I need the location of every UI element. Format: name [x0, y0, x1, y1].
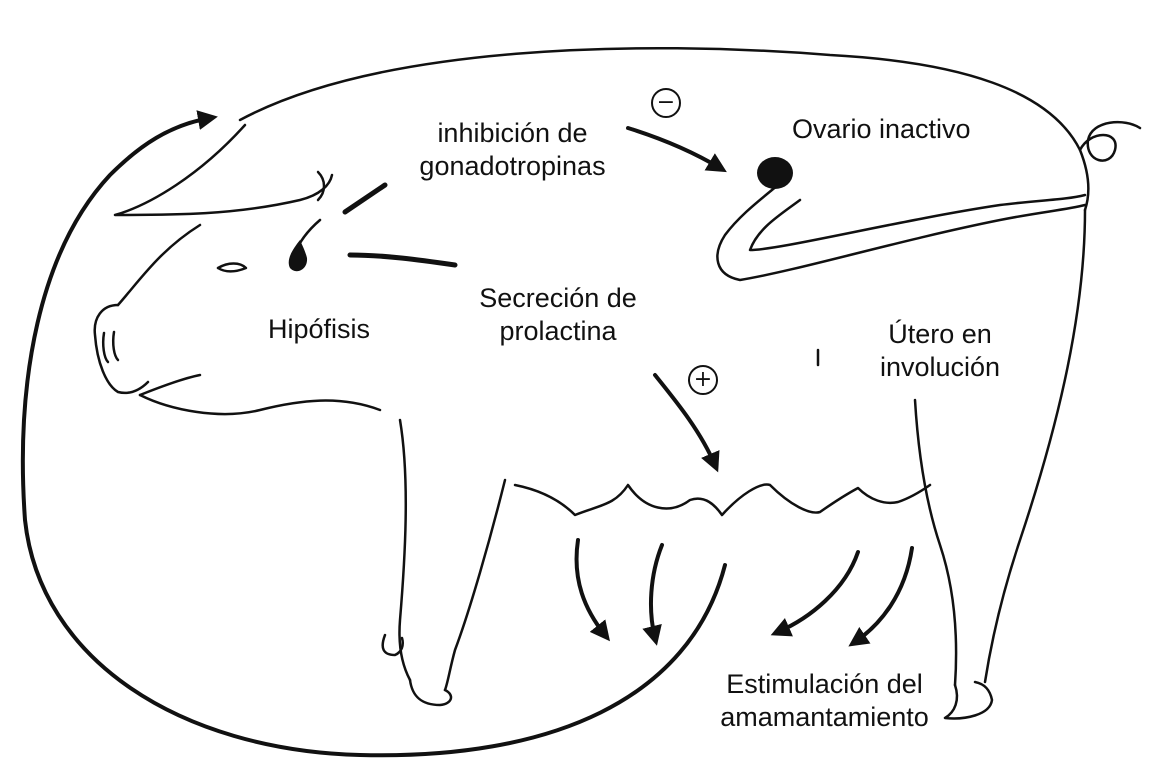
pig-rear-leg: [915, 400, 956, 685]
gonadotropin-line-2: gonadotropinas: [405, 150, 620, 183]
gonadotropin-inhibition-label: inhibición de gonadotropinas: [405, 117, 620, 183]
pig-tail: [1080, 122, 1140, 160]
pig-rear-hoof: [945, 682, 992, 718]
feedback-loop-arrow: [23, 118, 725, 755]
suckling-arrow-2: [651, 545, 662, 638]
stimulate-sign: +: [688, 365, 718, 395]
ovary-label: Ovario inactivo: [792, 113, 971, 146]
gonadotropin-line-1: inhibición de: [405, 117, 620, 150]
uterus-label: Útero en involución: [870, 318, 1010, 384]
uterus-line-2: involución: [870, 351, 1010, 384]
pig-ear: [115, 125, 332, 215]
pituitary-label: Hipófisis: [268, 313, 370, 346]
prolactin-line-1: Secreción de: [468, 282, 648, 315]
uterus-horn-inner: [750, 195, 1085, 250]
inhibit-arrow: [628, 128, 720, 168]
prolactin-line-2: prolactina: [468, 315, 648, 348]
pig-ear-fold: [318, 172, 324, 200]
uterus-horn: [717, 185, 1085, 280]
suckling-line-1: Estimulación del: [712, 668, 937, 701]
prolactin-label: Secreción de prolactina: [468, 282, 648, 348]
suckling-arrow-1: [577, 540, 605, 635]
uterus-line-1: Útero en: [870, 318, 1010, 351]
suckling-line-2: amamantamiento: [712, 701, 937, 734]
pig-mouth: [140, 375, 200, 395]
suckling-arrow-4: [855, 548, 912, 642]
suckling-arrow-3: [778, 552, 858, 632]
pig-front-leg-back: [445, 480, 505, 690]
ovary-shape: [757, 157, 793, 189]
pig-eye: [218, 264, 246, 272]
pig-jaw: [140, 395, 380, 414]
pituitary-signal-line-upper: [345, 185, 385, 212]
pig-snout-nostril: [103, 333, 108, 362]
pituitary-gland: [289, 240, 307, 271]
pig-belly: [515, 485, 930, 515]
pig-snout-nostril-2: [113, 332, 118, 360]
suckling-label: Estimulación del amamantamiento: [712, 668, 937, 734]
pituitary-signal-line-lower: [350, 255, 455, 265]
pig-rear-back: [985, 210, 1085, 682]
pig-front-leg: [399, 420, 410, 680]
pig-front-hoof: [410, 680, 451, 705]
inhibit-sign: −: [651, 88, 681, 118]
pig-head-outline: [118, 225, 200, 305]
